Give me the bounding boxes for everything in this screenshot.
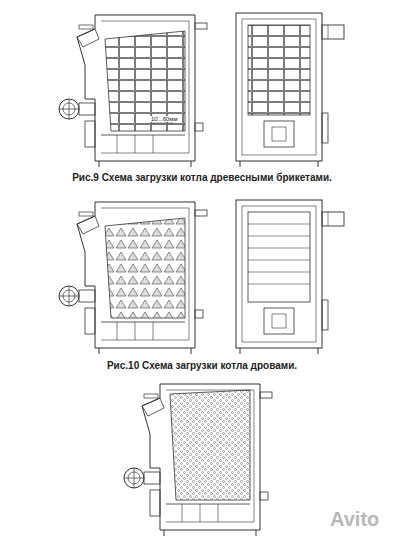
- watermark: Avito: [330, 508, 379, 531]
- figure-caption: Рис.10 Схема загрузки котла дровами.: [107, 360, 297, 371]
- dimension-label: 10...60мм: [150, 116, 179, 122]
- figure-caption: Рис.9 Схема загрузки котла древесными бр…: [72, 172, 332, 183]
